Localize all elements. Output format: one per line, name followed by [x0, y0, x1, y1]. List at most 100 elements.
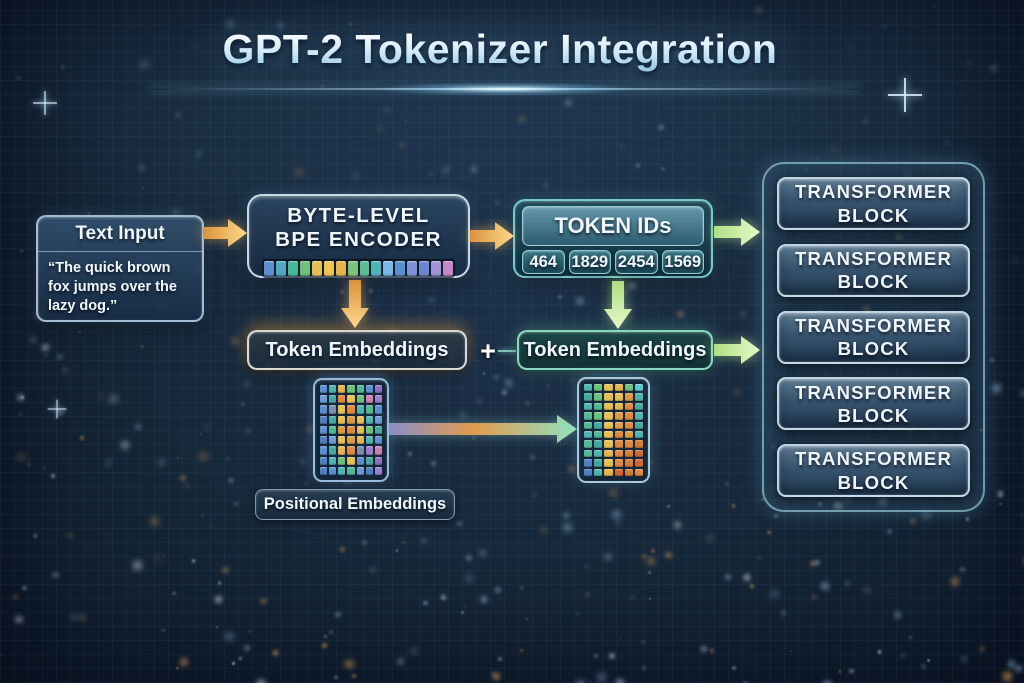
- matrix-cell: [374, 405, 382, 414]
- matrix-cell: [634, 459, 643, 467]
- transformer-block: TRANSFORMER BLOCK: [777, 377, 970, 431]
- matrix-cell: [584, 449, 593, 458]
- matrix-cell: [365, 395, 373, 404]
- matrix-cell: [614, 384, 623, 392]
- matrix-cell: [356, 405, 364, 414]
- matrix-cell: [320, 395, 328, 404]
- matrix-cell: [634, 430, 643, 439]
- token-color-strip: [262, 259, 455, 279]
- matrix-cell: [594, 421, 603, 429]
- matrix-cell: [365, 385, 373, 394]
- matrix-cell: [604, 402, 613, 411]
- matrix-cell: [614, 440, 623, 448]
- matrix-cell: [320, 385, 328, 394]
- lens-flare: [375, 82, 635, 96]
- matrix-cell: [365, 405, 373, 414]
- token-id-badge: 1829: [568, 250, 611, 274]
- matrix-cell: [614, 459, 623, 467]
- matrix-cell: [374, 466, 382, 475]
- matrix-cell: [624, 468, 633, 476]
- matrix-cell: [338, 446, 346, 455]
- matrix-cell: [347, 425, 355, 435]
- matrix-cell: [614, 402, 623, 411]
- matrix-cell: [624, 430, 633, 439]
- matrix-cell: [624, 459, 633, 467]
- star-glint-icon: [888, 78, 922, 112]
- matrix-cell: [604, 384, 613, 392]
- matrix-cell: [365, 415, 373, 424]
- star-glint-icon: [47, 399, 67, 419]
- token-chip: [431, 261, 442, 277]
- matrix-cell: [338, 466, 346, 475]
- matrix-cell: [634, 421, 643, 429]
- matrix-cell: [584, 384, 593, 392]
- token-id-badge: 464: [522, 250, 565, 274]
- matrix-cell: [584, 402, 593, 411]
- token-chip: [419, 261, 430, 277]
- matrix-cell: [624, 412, 633, 420]
- token-chip: [311, 261, 322, 277]
- token-chip: [371, 261, 382, 277]
- matrix-cell: [329, 415, 337, 424]
- arrow-positional-to-summed-icon: [389, 415, 577, 443]
- token-chip: [323, 261, 334, 277]
- arrow-embeddings-to-stack-icon: [714, 336, 760, 364]
- matrix-cell: [374, 385, 382, 394]
- matrix-cell: [604, 468, 613, 476]
- matrix-cell: [374, 436, 382, 445]
- token-embeddings-right-box: Token Embeddings: [517, 330, 713, 370]
- matrix-cell: [347, 385, 355, 394]
- matrix-cell: [365, 425, 373, 435]
- bpe-label-line2: BPE ENCODER: [275, 228, 442, 252]
- matrix-cell: [634, 384, 643, 392]
- token-id-badge: 2454: [615, 250, 658, 274]
- matrix-cell: [594, 430, 603, 439]
- text-input-box: Text Input “The quick brown fox jumps ov…: [36, 215, 204, 322]
- matrix-cell: [320, 466, 328, 475]
- matrix-cell: [347, 456, 355, 465]
- arrow-bpe-to-tokenids-icon: [470, 222, 514, 250]
- matrix-cell: [365, 446, 373, 455]
- matrix-cell: [329, 385, 337, 394]
- text-input-quote: “The quick brown fox jumps over the lazy…: [48, 260, 177, 315]
- matrix-cell: [634, 449, 643, 458]
- plus-operator: +: [480, 336, 496, 366]
- page-title: GPT-2 Tokenizer Integration: [0, 26, 1000, 73]
- matrix-cell: [634, 440, 643, 448]
- matrix-cell: [594, 412, 603, 420]
- matrix-cell: [634, 412, 643, 420]
- matrix-cell: [320, 446, 328, 455]
- matrix-cell: [347, 415, 355, 424]
- matrix-cell: [365, 456, 373, 465]
- token-chip: [359, 261, 370, 277]
- matrix-cell: [594, 459, 603, 467]
- matrix-cell: [365, 466, 373, 475]
- matrix-cell: [374, 395, 382, 404]
- matrix-cell: [604, 421, 613, 429]
- matrix-cell: [594, 402, 603, 411]
- matrix-cell: [624, 393, 633, 401]
- transformer-block: TRANSFORMER BLOCK: [777, 243, 970, 297]
- matrix-cell: [356, 436, 364, 445]
- token-chip: [407, 261, 418, 277]
- matrix-cell: [338, 395, 346, 404]
- transformer-block-label: TRANSFORMER BLOCK: [794, 381, 953, 426]
- matrix-cell: [594, 449, 603, 458]
- matrix-cell: [374, 415, 382, 424]
- arrow-bpe-to-embeddings-icon: [341, 280, 369, 328]
- transformer-stack-container: TRANSFORMER BLOCK TRANSFORMER BLOCK TRAN…: [762, 162, 985, 512]
- matrix-cell: [604, 412, 613, 420]
- matrix-cell: [614, 449, 623, 458]
- matrix-cell: [356, 415, 364, 424]
- token-embeddings-left-box: Token Embeddings: [247, 330, 467, 370]
- matrix-cell: [320, 415, 328, 424]
- arrow-input-to-bpe-icon: [203, 219, 247, 247]
- matrix-cell: [604, 430, 613, 439]
- matrix-cell: [347, 466, 355, 475]
- matrix-cell: [329, 436, 337, 445]
- matrix-cell: [584, 412, 593, 420]
- token-chip: [443, 261, 453, 277]
- matrix-cell: [624, 449, 633, 458]
- matrix-cell: [356, 466, 364, 475]
